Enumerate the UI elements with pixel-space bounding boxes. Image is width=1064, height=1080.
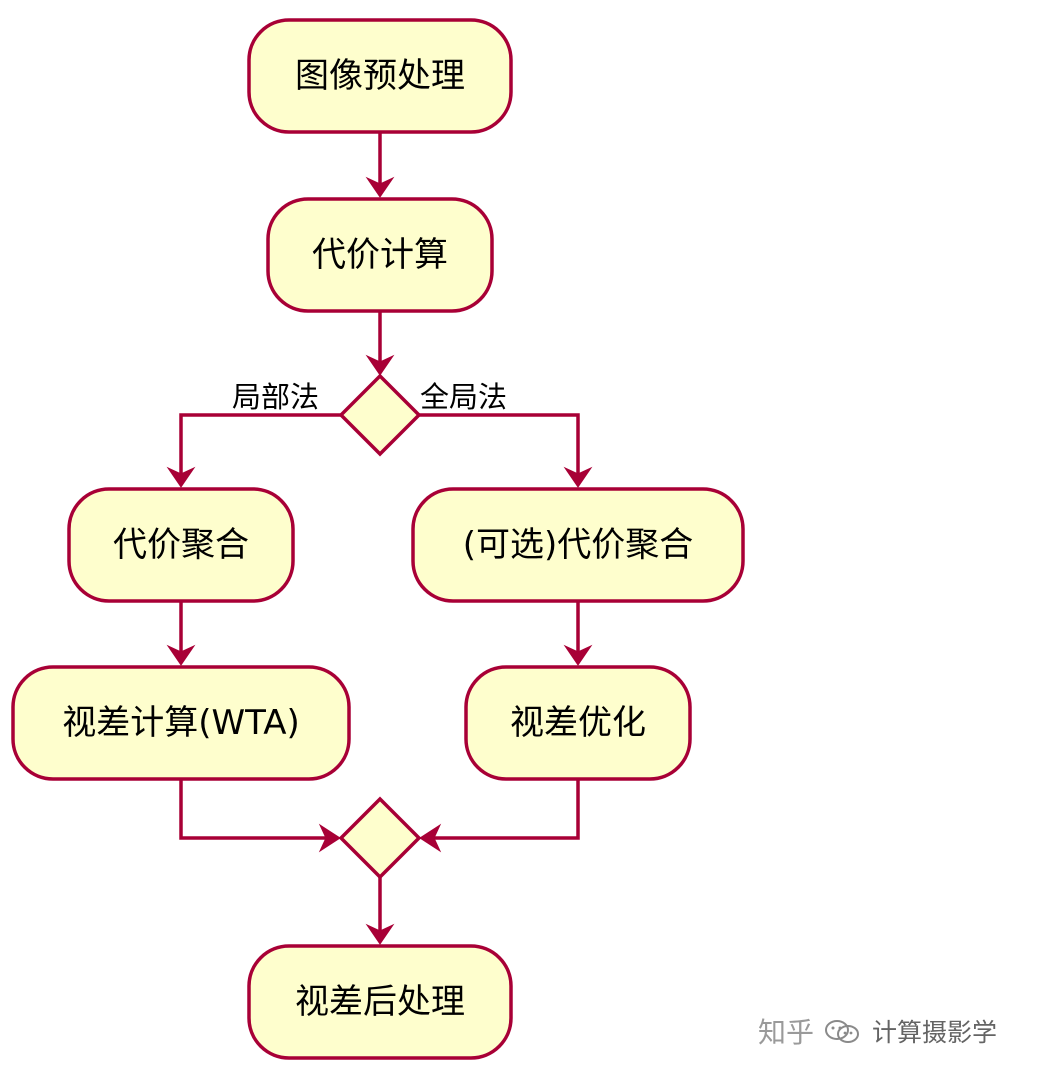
preprocess-label: 图像预处理	[295, 56, 465, 96]
branch-diamond	[338, 373, 422, 457]
watermark-account-label: 计算摄影学	[872, 1018, 998, 1047]
arrowhead-cost-to-branch	[365, 354, 395, 376]
arrowhead-merge-to-postprocess	[365, 923, 395, 945]
branch-label-global: 全局法	[420, 380, 507, 414]
wta-node	[11, 665, 351, 781]
global-aggregation-label: (可选)代价聚合	[463, 525, 694, 565]
preprocess-node	[247, 18, 513, 134]
edge-optimization-to-merge	[430, 779, 580, 840]
arrowhead-optimization-to-merge	[419, 823, 442, 853]
arrowhead-global-aggregation-to-optimization	[563, 644, 593, 666]
local-aggregation-node	[67, 487, 295, 603]
wechat-icon	[825, 1020, 860, 1043]
postprocess-label: 视差后处理	[295, 982, 465, 1022]
arrowhead-preprocess-to-cost	[365, 176, 395, 198]
merge-diamond	[338, 796, 422, 880]
edge-wta-to-merge	[179, 779, 330, 840]
arrowhead-branch-right	[563, 466, 593, 488]
branch-label-local: 局部法	[232, 380, 319, 414]
edge-branch-right	[419, 413, 580, 476]
watermark: 知乎 计算摄影学	[758, 1011, 997, 1051]
arrowhead-wta-to-merge	[318, 823, 341, 853]
global-aggregation-node	[411, 487, 745, 603]
watermark-site-label: 知乎	[758, 1016, 815, 1049]
arrowhead-branch-left	[166, 466, 196, 488]
wta-label: 视差计算(WTA)	[62, 703, 300, 743]
optimization-node	[464, 665, 692, 781]
edge-branch-left	[179, 413, 341, 476]
cost-compute-node	[266, 197, 494, 313]
optimization-label: 视差优化	[510, 703, 646, 743]
cost-compute-label: 代价计算	[312, 235, 448, 275]
postprocess-node	[247, 944, 513, 1060]
local-aggregation-label: 代价聚合	[113, 525, 249, 565]
arrowhead-local-aggregation-to-wta	[166, 644, 196, 666]
